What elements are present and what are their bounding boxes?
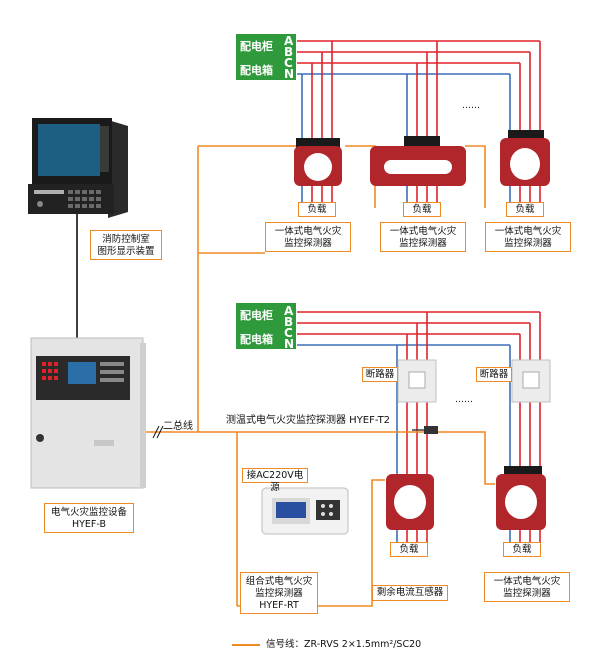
bottom-ellipsis: …… [455,395,473,405]
main-unit-label-line1: 电气火灾监控设备 [50,507,127,518]
combo-label-line2: 监控探测器 [255,588,303,599]
load-top-1: 负载 [298,202,336,217]
bus-label: 二总线 [163,421,193,432]
bottom-phase-a: A [284,304,294,318]
main-unit-label-box: 电气火灾监控设备 HYEF-B [44,503,134,533]
residual-ct-label: 剩余电流互感器 [372,585,448,601]
combo-detector-label: 组合式电气火灾 监控探测器 HYEF-RT [240,572,318,614]
bottom-panel-label: 配电柜 配电箱 [236,303,296,349]
detector-bottom-line1: 一体式电气火灾 [493,576,561,587]
monitor-label-line2: 图形显示装置 [97,246,155,257]
top-phase-c: C [284,56,293,70]
detector-bottom-line2: 监控探测器 [503,588,551,599]
main-unit-label-line2: HYEF-B [71,519,107,530]
breaker-2 [511,359,551,403]
load-top-2: 负载 [403,202,441,217]
legend-text: 信号线：ZR-RVS 2×1.5mm²/SC20 [266,639,422,650]
detector-top-3-label: 一体式电气火灾 监控探测器 [485,222,571,252]
monitor-label-line1: 消防控制室 [102,234,150,245]
detector-top-1-line1: 一体式电气火灾 [274,226,342,237]
detector-top-1-line2: 监控探测器 [284,238,332,249]
top-phase-b: B [284,45,294,59]
breaker-2-label: 断路器 [476,367,512,382]
bottom-cabinet-label: 配电柜 [240,309,273,322]
load-bottom-1: 负载 [390,542,428,557]
residual-ct [386,474,434,530]
top-ellipsis: …… [462,101,480,111]
ct-detector-top-3 [500,130,550,186]
detector-bottom-label: 一体式电气火灾 监控探测器 [484,572,570,602]
detector-top-2-line1: 一体式电气火灾 [389,226,457,237]
detector-top-3-line2: 监控探测器 [504,238,552,249]
signal-lines [140,145,495,607]
top-phase-a: A [284,34,294,48]
top-cabinet-label: 配电柜 [240,40,273,53]
combo-detector-device [261,487,349,535]
breaker-1 [397,359,437,403]
main-unit-device [30,337,146,489]
breaker-1-label: 断路器 [362,367,398,382]
detector-top-1-label: 一体式电气火灾 监控探测器 [265,222,351,252]
monitor-device [28,118,128,218]
ct-detector-top-1 [294,138,342,186]
ct-detector-bottom [496,466,546,530]
bottom-phase-b: B [284,315,294,329]
detector-top-2-label: 一体式电气火灾 监控探测器 [380,222,466,252]
bottom-phase-n: N [284,337,295,351]
load-bottom-2: 负载 [503,542,541,557]
top-box-label: 配电箱 [240,64,273,77]
detector-top-3-line1: 一体式电气火灾 [494,226,562,237]
bottom-phase-c: C [284,326,293,340]
monitor-label-box: 消防控制室 图形显示装置 [90,230,162,260]
bottom-box-label: 配电箱 [240,333,273,346]
top-phase-n: N [284,67,295,81]
temp-sensor [412,426,438,434]
ct-detector-top-2 [370,136,466,186]
load-top-3: 负载 [506,202,544,217]
combo-label-line1: 组合式电气火灾 [245,576,313,587]
combo-label-line3: HYEF-RT [259,600,299,611]
top-panel-label: 配电柜 配电箱 [236,34,296,80]
detector-top-2-line2: 监控探测器 [399,238,447,249]
temp-detector-label: 测温式电气火灾监控探测器 HYEF-T2 [226,415,391,426]
power-label: 接AC220V电源 [242,468,308,493]
